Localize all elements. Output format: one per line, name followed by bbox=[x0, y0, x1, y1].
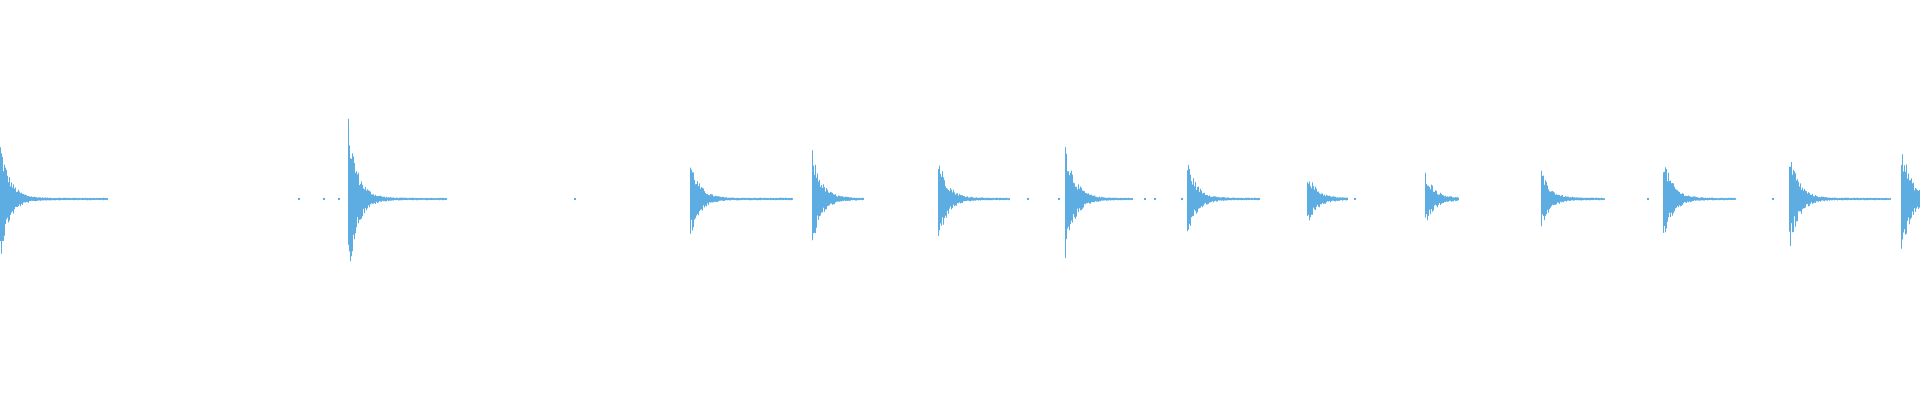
waveform-transient bbox=[1065, 147, 1133, 258]
waveform-transient bbox=[0, 147, 108, 254]
waveform-peaks bbox=[0, 118, 1920, 262]
waveform-speck bbox=[1354, 198, 1356, 200]
waveform-transient bbox=[1789, 162, 1891, 246]
waveform-transient bbox=[690, 167, 793, 234]
waveform-speck bbox=[1181, 198, 1183, 200]
waveform-transient bbox=[348, 118, 447, 262]
waveform-speck bbox=[323, 198, 325, 200]
waveform-speck bbox=[1027, 198, 1029, 200]
waveform-transient bbox=[938, 165, 1010, 236]
waveform-transient bbox=[1425, 172, 1459, 221]
waveform-speck bbox=[1647, 198, 1649, 200]
waveform-speck bbox=[1878, 198, 1880, 200]
waveform-transient bbox=[1307, 181, 1348, 221]
waveform-transient bbox=[1187, 164, 1260, 232]
waveform-transient bbox=[812, 150, 864, 241]
waveform-speck bbox=[1154, 198, 1156, 200]
waveform-speck bbox=[1772, 198, 1774, 200]
waveform-speck bbox=[1144, 198, 1146, 200]
waveform-speck bbox=[1058, 198, 1060, 200]
waveform-transient bbox=[1663, 167, 1736, 233]
waveform-transient bbox=[1901, 154, 1920, 249]
waveform-speck bbox=[338, 198, 340, 200]
waveform-speck bbox=[298, 198, 300, 200]
waveform-speck bbox=[574, 198, 576, 200]
waveform-speck bbox=[772, 198, 774, 200]
waveform-speck bbox=[758, 198, 760, 200]
